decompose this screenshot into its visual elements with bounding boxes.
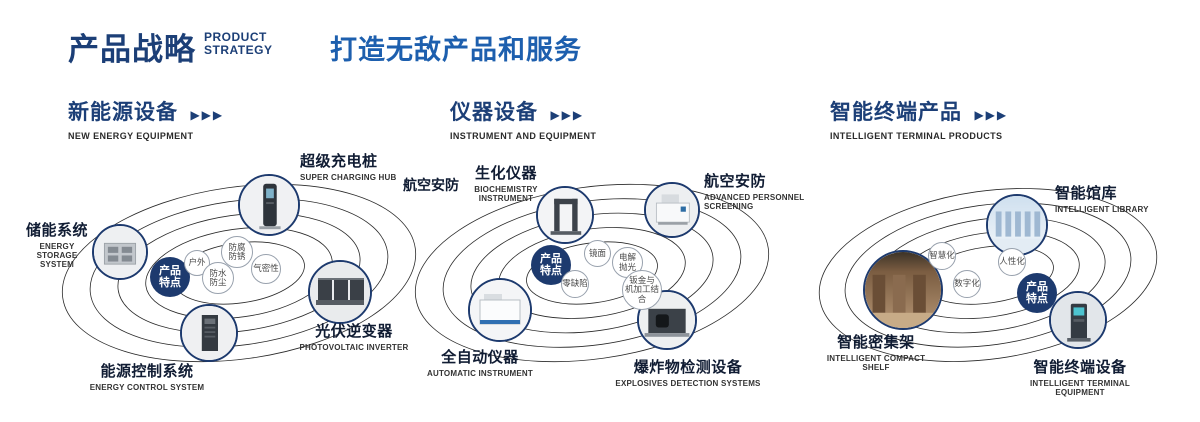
item-name-en: ADVANCED PERSONNEL SCREENING <box>704 193 805 211</box>
page-title: 产品战略 <box>68 32 196 67</box>
super-charging-hub-image <box>240 176 298 234</box>
item-name-en: ENERGY CONTROL SYSTEM <box>89 383 205 392</box>
item-name-en: ENERGY STORAGE SYSTEM <box>36 242 78 269</box>
product-features-badge: 产品 特点 <box>1017 273 1057 313</box>
section-header-intelligent-terminal: 智能终端产品 ▶▶▶ INTELLIGENT TERMINAL PRODUCTS <box>830 96 1008 141</box>
section-subtitle: INTELLIGENT TERMINAL PRODUCTS <box>830 131 1003 141</box>
feature-bubble: 智慧化 <box>928 242 956 270</box>
feature-bubble: 数字化 <box>953 270 981 298</box>
triple-chevron-icon: ▶▶▶ <box>550 108 585 122</box>
automatic-instrument-image <box>470 280 530 340</box>
item-name: 智能馆库 <box>1055 185 1118 202</box>
item-label-biochemistry-instrument: 生化仪器 BIOCHEMISTRY INSTRUMENT <box>460 162 552 203</box>
section-title: 仪器设备 <box>450 101 538 124</box>
item-label-energy-control: 能源控制系统 ENERGY CONTROL SYSTEM <box>84 360 210 392</box>
feature-bubble: 零缺陷 <box>561 270 589 298</box>
photovoltaic-inverter-image <box>310 262 370 322</box>
item-name-en: INTELLIGENT LIBRARY <box>1055 205 1149 214</box>
feature-bubble: 人性化 <box>998 248 1026 276</box>
biochemistry-instrument-image <box>538 188 592 242</box>
item-name-en: INTELLIGENT TERMINAL EQUIPMENT <box>1030 379 1130 397</box>
section-subtitle: INSTRUMENT AND EQUIPMENT <box>450 131 597 141</box>
feature-bubble: 气密性 <box>251 254 281 284</box>
item-label-explosives-detection: 爆炸物检测设备 EXPLOSIVES DETECTION SYSTEMS <box>608 356 768 388</box>
intelligent-terminal-image <box>1051 293 1105 347</box>
item-name: 爆炸物检测设备 <box>633 359 743 376</box>
item-name: 能源控制系统 <box>100 363 194 380</box>
section-title: 智能终端产品 <box>830 101 962 124</box>
feature-bubble: 防腐 防锈 <box>221 236 253 268</box>
slogan: 打造无敌产品和服务 <box>330 35 582 65</box>
item-label-personnel-screening: 航空安防 ADVANCED PERSONNEL SCREENING <box>704 170 824 211</box>
product-circle-intelligent-compact-shelf <box>863 250 943 330</box>
item-name: 储能系统 <box>25 222 88 239</box>
section-title: 新能源设备 <box>68 101 178 124</box>
item-name-en: PHOTOVOLTAIC INVERTER <box>299 343 409 352</box>
item-name: 智能密集架 <box>837 334 915 351</box>
section-header-new-energy: 新能源设备 ▶▶▶ NEW ENERGY EQUIPMENT <box>68 96 224 141</box>
product-circle-biochemistry-instrument <box>536 186 594 244</box>
item-name-en: EXPLOSIVES DETECTION SYSTEMS <box>615 379 761 388</box>
product-circle-personnel-screening <box>644 182 700 238</box>
product-circle-intelligent-terminal <box>1049 291 1107 349</box>
product-circle-intelligent-library <box>986 194 1048 256</box>
item-name-en: BIOCHEMISTRY INSTRUMENT <box>474 185 538 203</box>
item-name: 智能终端设备 <box>1033 359 1127 376</box>
item-name: 超级充电桩 <box>300 153 378 170</box>
feature-bubble: 防水 防尘 <box>202 262 234 294</box>
item-label-intelligent-terminal: 智能终端设备 INTELLIGENT TERMINAL EQUIPMENT <box>1005 356 1155 397</box>
page-title-en: PRODUCT STRATEGY <box>204 30 273 57</box>
feature-bubble: 钣金与 机加工结合 <box>622 270 662 310</box>
item-label-intelligent-compact-shelf: 智能密集架 INTELLIGENT COMPACT SHELF <box>818 331 934 372</box>
product-circle-photovoltaic-inverter <box>308 260 372 324</box>
item-name: 光伏逆变器 <box>315 323 393 340</box>
item-name: 航空安防 <box>704 173 767 190</box>
item-name: 生化仪器 <box>474 165 537 182</box>
item-label-energy-storage: 储能系统 ENERGY STORAGE SYSTEM <box>18 219 96 269</box>
item-name-en: AUTOMATIC INSTRUMENT <box>427 369 533 378</box>
product-circle-super-charging-hub <box>238 174 300 236</box>
personnel-screening-image <box>646 184 698 236</box>
section-subtitle: NEW ENERGY EQUIPMENT <box>68 131 194 141</box>
product-circle-automatic-instrument <box>468 278 532 342</box>
item-label-automatic-instrument: 全自动仪器 AUTOMATIC INSTRUMENT <box>424 346 536 378</box>
energy-control-image <box>182 306 236 360</box>
item-name-en: SUPER CHARGING HUB <box>300 173 397 182</box>
item-label-super-charging-hub: 超级充电桩 SUPER CHARGING HUB <box>300 150 420 182</box>
product-circle-energy-control <box>180 304 238 362</box>
product-features-badge: 产品 特点 <box>150 257 190 297</box>
product-features-badge: 产品 特点 <box>531 245 571 285</box>
feature-bubble: 镜面 <box>584 240 611 267</box>
side-label-aviation-security: 航空安防 <box>403 177 459 193</box>
triple-chevron-icon: ▶▶▶ <box>190 108 225 122</box>
item-name: 全自动仪器 <box>441 349 519 366</box>
item-label-photovoltaic-inverter: 光伏逆变器 PHOTOVOLTAIC INVERTER <box>298 320 410 352</box>
intelligent-library-image <box>988 196 1046 254</box>
product-circle-energy-storage <box>92 224 148 280</box>
section-header-instrument: 仪器设备 ▶▶▶ INSTRUMENT AND EQUIPMENT <box>450 96 596 141</box>
energy-storage-image <box>94 226 146 278</box>
item-label-intelligent-library: 智能馆库 INTELLIGENT LIBRARY <box>1055 182 1175 214</box>
item-name-en: INTELLIGENT COMPACT SHELF <box>826 354 926 372</box>
triple-chevron-icon: ▶▶▶ <box>974 108 1009 122</box>
